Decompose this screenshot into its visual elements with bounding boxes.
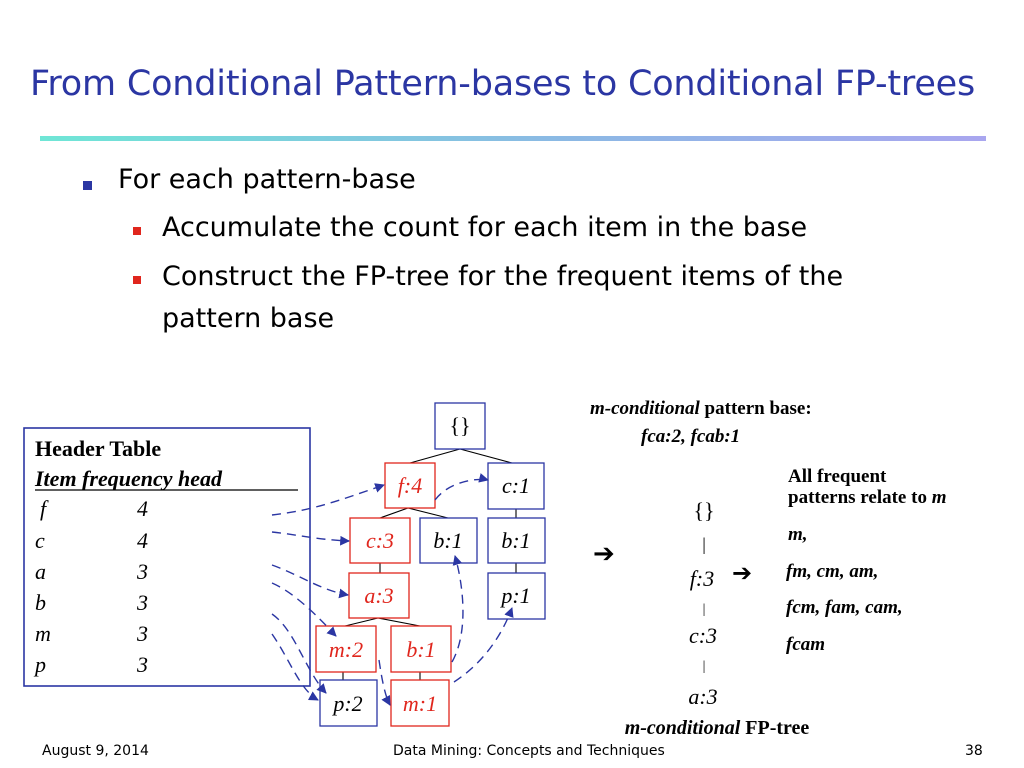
bullet-level2-marker	[133, 227, 141, 235]
svg-text:{}: {}	[449, 413, 470, 438]
conditional-base-rest: pattern base:	[700, 398, 812, 419]
bullet-level2-construct-cont: pattern base	[162, 303, 335, 334]
svg-text:p:2: p:2	[331, 691, 362, 716]
svg-text:m:2: m:2	[329, 637, 363, 662]
header-row-freq: 3	[136, 621, 148, 646]
frequent-pattern-line: fm, cm, am,	[786, 561, 878, 582]
conditional-tree-node-f3: f:3	[690, 566, 714, 591]
conditional-tree-bar: |	[703, 602, 706, 617]
header-row-item: b	[35, 590, 46, 615]
svg-text:m:1: m:1	[403, 691, 437, 716]
bullet-level2-construct: Construct the FP-tree for the frequent i…	[162, 261, 844, 292]
tree-node-p2: p:2	[319, 679, 378, 727]
svg-text:b:1: b:1	[501, 528, 530, 553]
frequent-pattern-line: fcm, fam, cam,	[786, 597, 903, 618]
footer-date: August 9, 2014	[42, 743, 149, 759]
conditional-tree-bar: |	[703, 659, 706, 674]
svg-text:m-conditional FP-tree: m-conditional FP-tree	[625, 717, 810, 739]
tree-node-b1-under-c1: b:1	[487, 517, 546, 564]
conditional-tree-node-a3: a:3	[688, 684, 717, 709]
svg-text:f:4: f:4	[398, 473, 422, 498]
header-row-item: c	[35, 528, 45, 553]
frequent-pattern-line: fcam	[786, 634, 825, 655]
svg-text:b:1: b:1	[406, 637, 435, 662]
tree-edges	[342, 448, 517, 680]
slide-title: From Conditional Pattern-bases to Condit…	[30, 64, 976, 104]
conditional-tree-root: {}	[693, 498, 714, 523]
footer-center: Data Mining: Concepts and Techniques	[393, 743, 665, 759]
footer-page-number: 38	[965, 743, 983, 759]
tree-node-c1: c:1	[487, 462, 545, 510]
tree-node-b1-under-a: b:1	[390, 625, 452, 673]
header-table-title: Header Table	[35, 436, 161, 461]
frequent-heading-line1: All frequent	[788, 466, 887, 487]
bullet-level1: For each pattern-base	[118, 164, 416, 195]
header-row-item: p	[33, 652, 46, 677]
header-table: Header Table Item frequency head f 4 c 4…	[23, 427, 311, 687]
tree-root-node: {}	[434, 402, 486, 450]
conditional-fp-tree: {} | f:3 | c:3 | a:3 m-conditional FP-tr…	[625, 498, 810, 739]
bullet-level2-accumulate: Accumulate the count for each item in th…	[162, 212, 808, 243]
svg-text:a:3: a:3	[364, 583, 393, 608]
header-row-freq: 3	[136, 652, 148, 677]
header-row-freq: 4	[137, 528, 148, 553]
header-row-freq: 3	[136, 590, 148, 615]
conditional-base-value: fca:2, fcab:1	[641, 426, 740, 447]
frequent-heading-line2: patterns relate to	[788, 487, 932, 508]
tree-node-m2: m:2	[315, 625, 377, 673]
header-row-item: a	[35, 559, 46, 584]
tree-node-a3: a:3	[348, 572, 410, 619]
tree-node-b1-under-f: b:1	[419, 517, 478, 564]
svg-text:c:1: c:1	[502, 473, 530, 498]
conditional-tree-caption-rest: FP-tree	[740, 717, 809, 739]
frequent-heading-item: m	[932, 487, 947, 508]
svg-text:m-conditional pattern base:: m-conditional pattern base:	[590, 398, 812, 419]
tree-node-f4: f:4	[384, 462, 436, 509]
svg-text:p:1: p:1	[499, 583, 530, 608]
frequent-pattern-line: m,	[788, 524, 808, 545]
header-table-border	[23, 427, 311, 687]
header-row-freq: 4	[137, 496, 148, 521]
conditional-tree-node-c3: c:3	[689, 623, 717, 648]
conditional-tree-bar: |	[702, 534, 706, 554]
tree-node-p1: p:1	[487, 572, 546, 620]
node-link-arrows	[271, 473, 514, 706]
conditional-pattern-base: m-conditional pattern base: fca:2, fcab:…	[590, 398, 812, 447]
conditional-base-italic: m-conditional	[590, 398, 701, 419]
bullet-level1-marker	[83, 181, 92, 190]
bullet-level2-marker	[133, 276, 141, 284]
title-rule	[40, 136, 986, 141]
svg-text:b:1: b:1	[433, 528, 462, 553]
header-table-columns: Item frequency head	[34, 466, 223, 491]
tree-node-m1: m:1	[390, 679, 450, 727]
frequent-patterns: All frequent patterns relate to m m, fm,…	[786, 466, 946, 655]
right-arrow-icon: ➔	[593, 539, 615, 569]
right-arrow-icon: ➔	[732, 559, 752, 587]
svg-text:patterns relate to m: patterns relate to m	[788, 487, 946, 508]
header-row-item: m	[35, 621, 51, 646]
header-row-item: f	[40, 496, 49, 521]
conditional-tree-caption-italic: m-conditional	[625, 717, 741, 739]
tree-node-c3: c:3	[349, 517, 411, 564]
header-row-freq: 3	[136, 559, 148, 584]
svg-text:c:3: c:3	[366, 528, 394, 553]
